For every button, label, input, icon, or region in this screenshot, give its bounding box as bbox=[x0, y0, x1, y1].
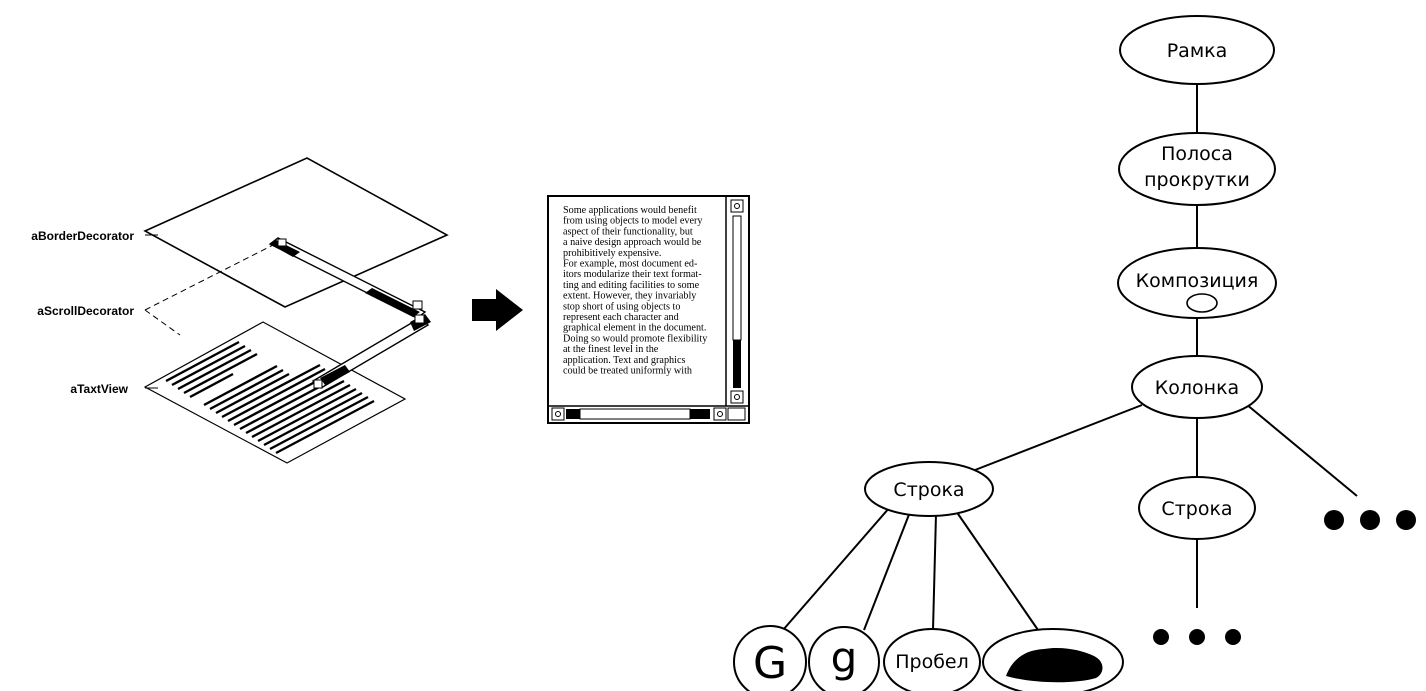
node-column: Колонка bbox=[1131, 355, 1263, 419]
doc-line: Doing so would promote flexibility bbox=[563, 333, 708, 344]
doc-line: application. Text and graphics bbox=[563, 355, 685, 366]
node-space-label: Пробел bbox=[895, 651, 969, 673]
node-frame-label: Рамка bbox=[1167, 40, 1228, 62]
node-row-left-label: Строка bbox=[893, 479, 964, 501]
doc-line: ting and editing facilities to some bbox=[563, 280, 700, 291]
label-border-decorator: aBorderDecorator bbox=[31, 229, 134, 243]
node-scrollbar-label-line2: прокрутки bbox=[1144, 169, 1250, 191]
picture-blob-icon bbox=[1006, 647, 1103, 683]
node-composition: Композиция bbox=[1117, 247, 1277, 319]
glyph-tree: Рамка Полоса прокрутки Композиция Колонк… bbox=[733, 15, 1416, 691]
document-text: Some applications would benefit from usi… bbox=[563, 205, 710, 376]
doc-line: Some applications would benefit bbox=[563, 205, 697, 216]
doc-line: represent each character and bbox=[563, 312, 679, 323]
scrollbar-corner bbox=[727, 407, 746, 421]
node-scrollbar: Полоса прокрутки bbox=[1118, 132, 1276, 206]
node-picture bbox=[982, 628, 1124, 691]
node-glyph-capital-g-label: G bbox=[753, 638, 787, 689]
label-text-view: aTaxtView bbox=[70, 382, 128, 396]
node-row-left: Строка bbox=[864, 461, 994, 517]
label-leaders bbox=[145, 234, 158, 389]
border-decorator-plane bbox=[143, 157, 449, 308]
doc-line: prohibitively expensive. bbox=[563, 248, 661, 259]
node-scrollbar-label-line1: Полоса bbox=[1161, 143, 1233, 165]
doc-line: from using objects to model every bbox=[563, 216, 703, 227]
doc-line: stop short of using objects to bbox=[563, 301, 680, 312]
doc-line: aspect of their functionality, but bbox=[563, 226, 693, 237]
node-space: Пробел bbox=[883, 628, 981, 691]
right-arrow-icon bbox=[472, 289, 523, 331]
doc-line: itors modularize their text format- bbox=[563, 269, 702, 280]
doc-line: graphical element in the document. bbox=[563, 323, 706, 334]
scroll-decorator-outline bbox=[144, 243, 276, 336]
text-view-content-lines bbox=[165, 340, 375, 455]
node-glyph-lower-g-label: g bbox=[831, 633, 858, 682]
scrollbar-strip-lower bbox=[311, 314, 431, 389]
horizontal-scrollbar bbox=[548, 405, 749, 421]
vertical-scrollbar bbox=[725, 196, 744, 406]
label-scroll-decorator: aScrollDecorator bbox=[37, 304, 134, 318]
doc-line: could be treated uniformly with bbox=[563, 365, 692, 376]
node-row-right: Строка bbox=[1138, 476, 1256, 540]
scrollbar-strip-upper bbox=[268, 237, 427, 319]
node-glyph-capital-g: G bbox=[733, 625, 807, 691]
node-glyph-lower-g: g bbox=[808, 626, 880, 691]
doc-line: a naive design approach would be bbox=[563, 237, 702, 248]
doc-line: extent. However, they invariably bbox=[563, 291, 697, 302]
node-row-right-label: Строка bbox=[1161, 498, 1232, 520]
node-column-label: Колонка bbox=[1155, 377, 1239, 399]
document-window-frame bbox=[547, 195, 750, 424]
doc-line: at the finest level in the bbox=[563, 344, 659, 355]
node-composition-label: Композиция bbox=[1136, 270, 1259, 292]
decorator-stack: aBorderDecorator aScrollDecorator aTaxtV… bbox=[31, 157, 449, 464]
node-frame: Рамка bbox=[1119, 15, 1275, 85]
doc-line: For example, most document ed- bbox=[563, 259, 698, 270]
composition-small-ellipse bbox=[1186, 293, 1218, 313]
ellipsis-dots-leaves bbox=[1153, 629, 1241, 645]
tree-edges bbox=[782, 83, 1358, 631]
ellipsis-dots-rows bbox=[1324, 510, 1416, 530]
document-window: Some applications would benefit from usi… bbox=[547, 195, 750, 424]
